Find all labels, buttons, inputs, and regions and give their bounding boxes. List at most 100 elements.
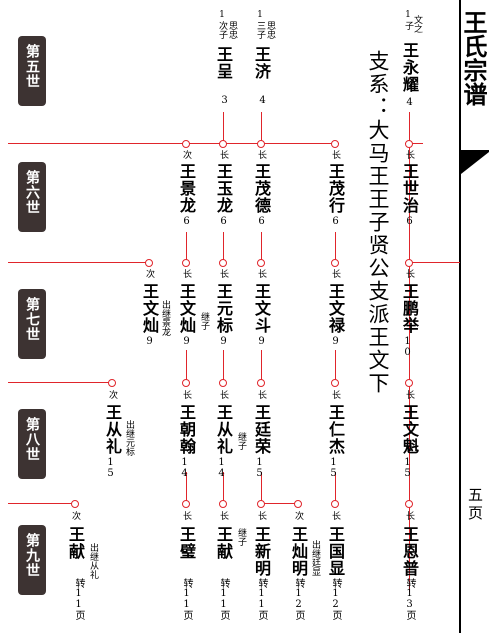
gen8-rank: 长: [218, 390, 228, 399]
gen9-chuji-note: 出继从礼: [88, 543, 98, 579]
dot: [405, 379, 413, 387]
gen6-person-name: 王景龙: [177, 163, 196, 214]
dot: [257, 259, 265, 267]
v-col3: [261, 112, 262, 144]
title-fold: [461, 152, 489, 174]
dot: [257, 500, 265, 508]
gen9-zhuan: 转11页: [218, 578, 229, 620]
gen9-rank: 长: [330, 511, 340, 520]
gen7-person-name: 王文灿: [140, 283, 159, 334]
v-c7-8b: [261, 350, 262, 385]
gen5-note: 1: [217, 10, 227, 20]
dot: [331, 140, 339, 148]
gen5-label: 第五世: [18, 36, 46, 106]
gen7-person-name: 王元标: [214, 283, 233, 334]
gen8-rank: 长: [404, 390, 414, 399]
gen9-rank: 次: [293, 511, 303, 520]
gen6-rank: 长: [256, 150, 266, 159]
gen7-rank: 次: [144, 269, 154, 278]
gen5-note: 三子: [255, 21, 265, 39]
gen8-person-num: 14: [216, 457, 227, 479]
dot: [405, 500, 413, 508]
gen7-person-num: 9: [181, 336, 192, 347]
dot: [71, 500, 79, 508]
v-c8-9b: [261, 472, 262, 505]
gen7-person-num: 9: [330, 336, 341, 347]
gen6-person-num: 6: [181, 216, 192, 227]
dot: [182, 140, 190, 148]
gen5-note: 子: [403, 21, 413, 30]
dot: [145, 259, 153, 267]
gen9-person-name: 王献: [66, 526, 85, 560]
line-gen8: [8, 382, 114, 383]
page-number: 五页: [466, 487, 484, 523]
line-gen6: [8, 143, 339, 144]
gen9-zhuan: 转12页: [330, 578, 341, 620]
gen6-rank: 长: [330, 150, 340, 159]
gen9-zhuan: 转11页: [256, 578, 267, 620]
gen7-person-num: 9: [218, 336, 229, 347]
line-gen9-b: [260, 503, 298, 504]
gen7-rank: 长: [404, 269, 414, 278]
gen6-person-name: 王茂行: [326, 163, 345, 214]
v-col4: [223, 112, 224, 144]
line-gen6-b: [405, 143, 423, 144]
v-c8-9c: [223, 472, 224, 505]
line-gen9: [8, 503, 77, 504]
gen9-rank: 次: [70, 511, 80, 520]
gen9-person-name: 王恩普: [400, 526, 419, 577]
v-c8-9: [335, 472, 336, 505]
gen9-zhuan: 转12页: [293, 578, 304, 620]
gen8-person-num: 15: [328, 457, 339, 479]
gen5-note: 思忠: [227, 21, 237, 39]
gen7-person-num: 9: [144, 336, 155, 347]
dot: [108, 379, 116, 387]
gen6-person-name: 王世治: [400, 163, 419, 214]
dot: [405, 140, 413, 148]
gen7-person-num: 9: [256, 336, 267, 347]
gen5-person-name: 王永耀: [400, 42, 419, 93]
gen6-person-num: 6: [404, 216, 415, 227]
gen8-person-num: 15: [105, 457, 116, 479]
gen5-person-name: 王呈: [214, 46, 233, 80]
gen7-jizi-note: 继子: [199, 312, 209, 330]
gen9-rank: 长: [218, 511, 228, 520]
v-c6-7d: [186, 232, 187, 264]
gen7-person-name: 王鹏举: [400, 283, 419, 334]
gen8-person-name: 王廷荣: [252, 404, 271, 455]
gen7-chuji-note: 出继景龙: [160, 300, 170, 336]
gen8-person-name: 王仁杰: [326, 404, 345, 455]
gen5-person-num: 3: [219, 95, 230, 106]
gen9-person-name: 王新明: [252, 526, 271, 577]
gen7-rank: 长: [181, 269, 191, 278]
title-box: [459, 0, 489, 152]
dot: [294, 500, 302, 508]
gen8-person-num: 15: [402, 457, 413, 479]
gen8-rank: 长: [181, 390, 191, 399]
gen8-person-num: 15: [254, 457, 265, 479]
v-c6-7: [335, 232, 336, 264]
dot: [257, 140, 265, 148]
gen8-person-name: 王朝翰: [177, 404, 196, 455]
dot: [182, 500, 190, 508]
gen8-person-num: 14: [179, 457, 190, 479]
gen7-label: 第七世: [18, 289, 46, 359]
v-c7-8d: [186, 350, 187, 385]
gen5-person-num: 4: [404, 97, 415, 108]
gen9-person-name: 王献: [214, 526, 233, 560]
v-c6-7c: [223, 232, 224, 264]
v-c7-8: [335, 350, 336, 385]
gen5-person-num: 4: [257, 95, 268, 106]
gen6-person-name: 王茂德: [252, 163, 271, 214]
v-c6-7b: [261, 232, 262, 264]
dot: [219, 259, 227, 267]
dot: [182, 259, 190, 267]
gen7-rank: 长: [330, 269, 340, 278]
gen9-zhuan: 转11页: [181, 578, 192, 620]
gen8-person-name: 王从礼: [103, 404, 122, 455]
right-panel: [459, 0, 489, 633]
dot: [331, 259, 339, 267]
gen9-person-name: 王璧: [177, 526, 196, 560]
gen9-person-name: 王灿明: [289, 526, 308, 577]
gen6-rank: 长: [404, 150, 414, 159]
